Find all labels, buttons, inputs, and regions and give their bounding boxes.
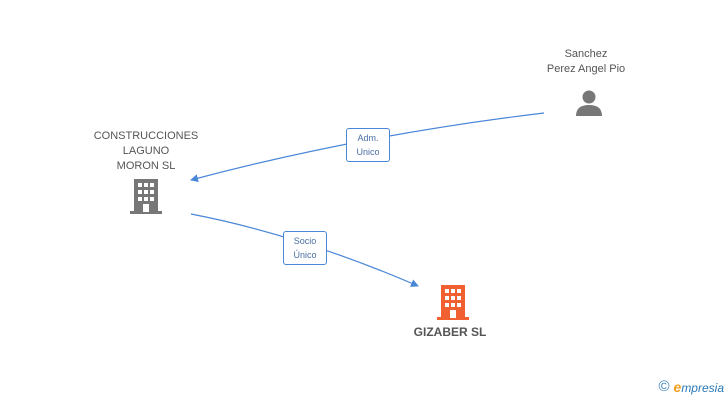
- person-name-line-2: Perez Angel Pio: [546, 63, 626, 75]
- edge-adm-label[interactable]: Adm. Unico: [346, 128, 390, 162]
- edge-socio-line-2: Único: [293, 250, 317, 260]
- parent-company-line-3: MORON SL: [116, 160, 176, 172]
- building-icon-highlight[interactable]: [437, 285, 469, 320]
- parent-company-line-2: LAGUNO: [122, 145, 170, 157]
- parent-company-label: CONSTRUCCIONES LAGUNO MORON SL: [76, 129, 216, 174]
- brand-logo-first: e: [673, 378, 682, 395]
- person-name-label: Sanchez Perez Angel Pio: [516, 47, 656, 77]
- person-icon[interactable]: [574, 88, 604, 118]
- brand-logo[interactable]: empresia: [674, 378, 724, 397]
- person-name-line-1: Sanchez: [564, 48, 608, 60]
- edge-socio-line-1: Socio: [293, 236, 317, 246]
- edge-adm-line-1: Adm.: [357, 133, 379, 143]
- main-company-label[interactable]: GIZABER SL: [380, 325, 520, 340]
- parent-company-line-1: CONSTRUCCIONES: [93, 130, 199, 142]
- building-icon[interactable]: [130, 179, 162, 214]
- watermark: © empresia: [658, 378, 724, 396]
- main-company-line-1: GIZABER SL: [413, 325, 487, 339]
- edge-adm-line-2: Unico: [356, 147, 380, 157]
- brand-logo-rest: mpresia: [681, 380, 724, 395]
- edge-socio-label[interactable]: Socio Único: [283, 231, 327, 265]
- copyright-icon: ©: [658, 378, 670, 395]
